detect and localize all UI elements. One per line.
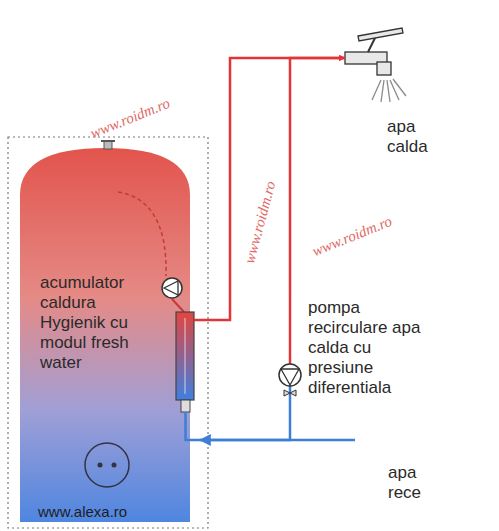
return-line-stub: [289, 386, 292, 405]
tank-pump-symbol: [162, 278, 184, 312]
cold-water-inlet: apa rece: [355, 430, 436, 506]
inspection-port: [85, 443, 129, 487]
watermark: www.roidm.ro: [241, 179, 279, 265]
return-line-stub: [289, 295, 292, 364]
pipe-connector: [200, 405, 290, 440]
pipe-connector: [200, 58, 345, 320]
exchanger-plate: [185, 318, 186, 394]
node-text: acumulator caldura Hygienik cu modul fre…: [40, 273, 155, 373]
tank-body: [20, 148, 190, 522]
heat-exchanger-module: [176, 312, 194, 400]
node-text: pompa recirculare apa calda cu presiune …: [308, 298, 440, 398]
website-label: www.alexa.ro: [38, 503, 127, 520]
recirculation-pump-symbol: [279, 364, 301, 396]
pipe-connector: [290, 58, 345, 295]
node-text: apa rece: [388, 463, 433, 503]
hot-water-tap: apa calda: [345, 22, 448, 162]
faucet-icon: [345, 28, 403, 75]
pipe-connector: [200, 439, 355, 442]
enclosure-frame: [8, 137, 208, 528]
watermark: www.roidm.ro: [88, 94, 173, 141]
hot-intake-line: [118, 192, 166, 276]
watermark: www.roidm.ro: [310, 212, 395, 259]
hot-outlet-stub: [194, 319, 200, 322]
node-text: apa calda: [387, 117, 445, 157]
storage-tank: acumulator caldura Hygienik cu modul fre…: [20, 148, 200, 522]
water-spray: [372, 79, 406, 102]
module-fitting: [181, 400, 190, 412]
cold-inlet-stub: [186, 412, 201, 440]
recirculation-pump: pompa recirculare apa calda cu presiune …: [270, 295, 445, 405]
top-valve: [101, 141, 115, 149]
